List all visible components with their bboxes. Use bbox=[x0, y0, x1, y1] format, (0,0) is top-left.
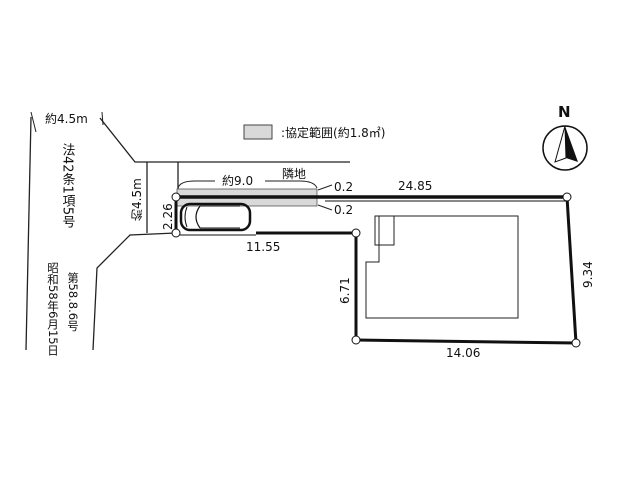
frontage-length: 2.26 bbox=[161, 203, 175, 230]
legend-swatch bbox=[243, 124, 273, 140]
north-side-length: 24.85 bbox=[398, 179, 432, 193]
south-side-length: 14.06 bbox=[446, 346, 480, 360]
building-annex bbox=[374, 215, 395, 246]
road-top-dimension bbox=[30, 111, 104, 133]
road-side-width: 約4.5m bbox=[130, 178, 144, 222]
legend-label: :協定範囲(約1.8㎡) bbox=[281, 125, 386, 140]
boundary-markers bbox=[171, 192, 581, 348]
agreement-length: 約9.0 bbox=[222, 173, 253, 188]
north-arrow-icon bbox=[542, 125, 588, 171]
offset-leaders bbox=[317, 184, 333, 211]
access-south-length: 11.55 bbox=[246, 240, 280, 254]
road-number: 第58.8.6号 bbox=[66, 271, 80, 332]
lot-boundary bbox=[174, 195, 578, 345]
car-icon bbox=[179, 202, 252, 232]
east-side-length: 9.34 bbox=[581, 261, 595, 288]
neighbor-label: 隣地 bbox=[282, 166, 306, 181]
offset-top: 0.2 bbox=[334, 180, 353, 194]
road-designation: 法42条1項5号 bbox=[60, 143, 76, 229]
north-label: N bbox=[558, 103, 571, 121]
road-date: 昭和58年6月15日 bbox=[46, 262, 60, 356]
road-top-width: 約4.5m bbox=[45, 111, 88, 126]
west-side-length: 6.71 bbox=[338, 277, 352, 304]
building-outline bbox=[365, 215, 519, 319]
agreement-brace bbox=[177, 180, 318, 189]
offset-bottom: 0.2 bbox=[334, 203, 353, 217]
